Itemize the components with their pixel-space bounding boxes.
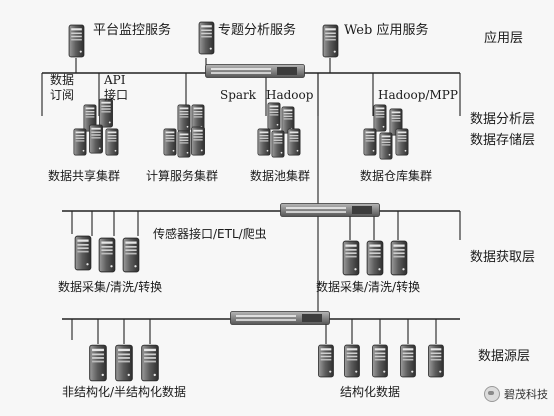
web-server-icon — [322, 24, 339, 58]
acquisition-left-servers-icon — [74, 235, 140, 273]
warehouse-cluster-label: 数据仓库集群 — [360, 169, 433, 183]
share-cluster-label: 数据共享集群 — [48, 169, 121, 183]
layer-analysis-label: 数据分析层 — [470, 112, 536, 127]
pool-cluster-icon — [257, 102, 301, 158]
monitor-server-icon — [68, 24, 85, 58]
hadoop-label: Hadoop — [266, 88, 314, 102]
pool-cluster-label: 数据池集群 — [250, 169, 311, 183]
layer-app-label: 应用层 — [484, 31, 524, 46]
acquisition-right-label: 数据采集/清洗/转换 — [316, 280, 421, 294]
structured-data-label: 结构化数据 — [340, 385, 401, 399]
compute-cluster-label: 计算服务集群 — [146, 169, 219, 183]
layer-source-label: 数据源层 — [478, 349, 531, 364]
web-service-label: Web 应用服务 — [344, 23, 429, 38]
watermark: 碧茂科技 — [484, 386, 548, 402]
share-cluster-icon — [73, 98, 119, 156]
acquisition-left-label: 数据采集/清洗/转换 — [58, 280, 163, 294]
unstructured-servers-icon — [89, 344, 159, 382]
spark-label: Spark — [220, 88, 257, 102]
warehouse-cluster-icon — [363, 104, 409, 160]
sensor-etl-label: 传感器接口/ETL/爬虫 — [153, 227, 267, 241]
core-switch-top — [204, 64, 306, 78]
hadoop-mpp-label: Hadoop/MPP — [378, 88, 458, 102]
analysis-service-label: 专题分析服务 — [218, 23, 297, 38]
acquisition-right-servers-icon — [342, 240, 408, 276]
core-switch-bottom — [229, 311, 331, 325]
monitor-service-label: 平台监控服务 — [93, 23, 172, 38]
layer-storage-label: 数据存储层 — [470, 133, 536, 148]
analysis-server-icon — [198, 21, 215, 55]
wechat-icon — [484, 386, 500, 402]
compute-cluster-icon — [163, 104, 206, 158]
layer-acquisition-label: 数据获取层 — [470, 250, 536, 265]
watermark-text: 碧茂科技 — [504, 388, 548, 401]
connector-lines — [41, 58, 461, 344]
core-switch-middle — [279, 203, 381, 217]
subscribe-label: 数据 订阅 — [50, 73, 75, 102]
structured-servers-icon — [317, 344, 445, 378]
unstructured-data-label: 非结构化/半结构化数据 — [62, 385, 187, 399]
api-label: API 接口 — [104, 73, 129, 102]
